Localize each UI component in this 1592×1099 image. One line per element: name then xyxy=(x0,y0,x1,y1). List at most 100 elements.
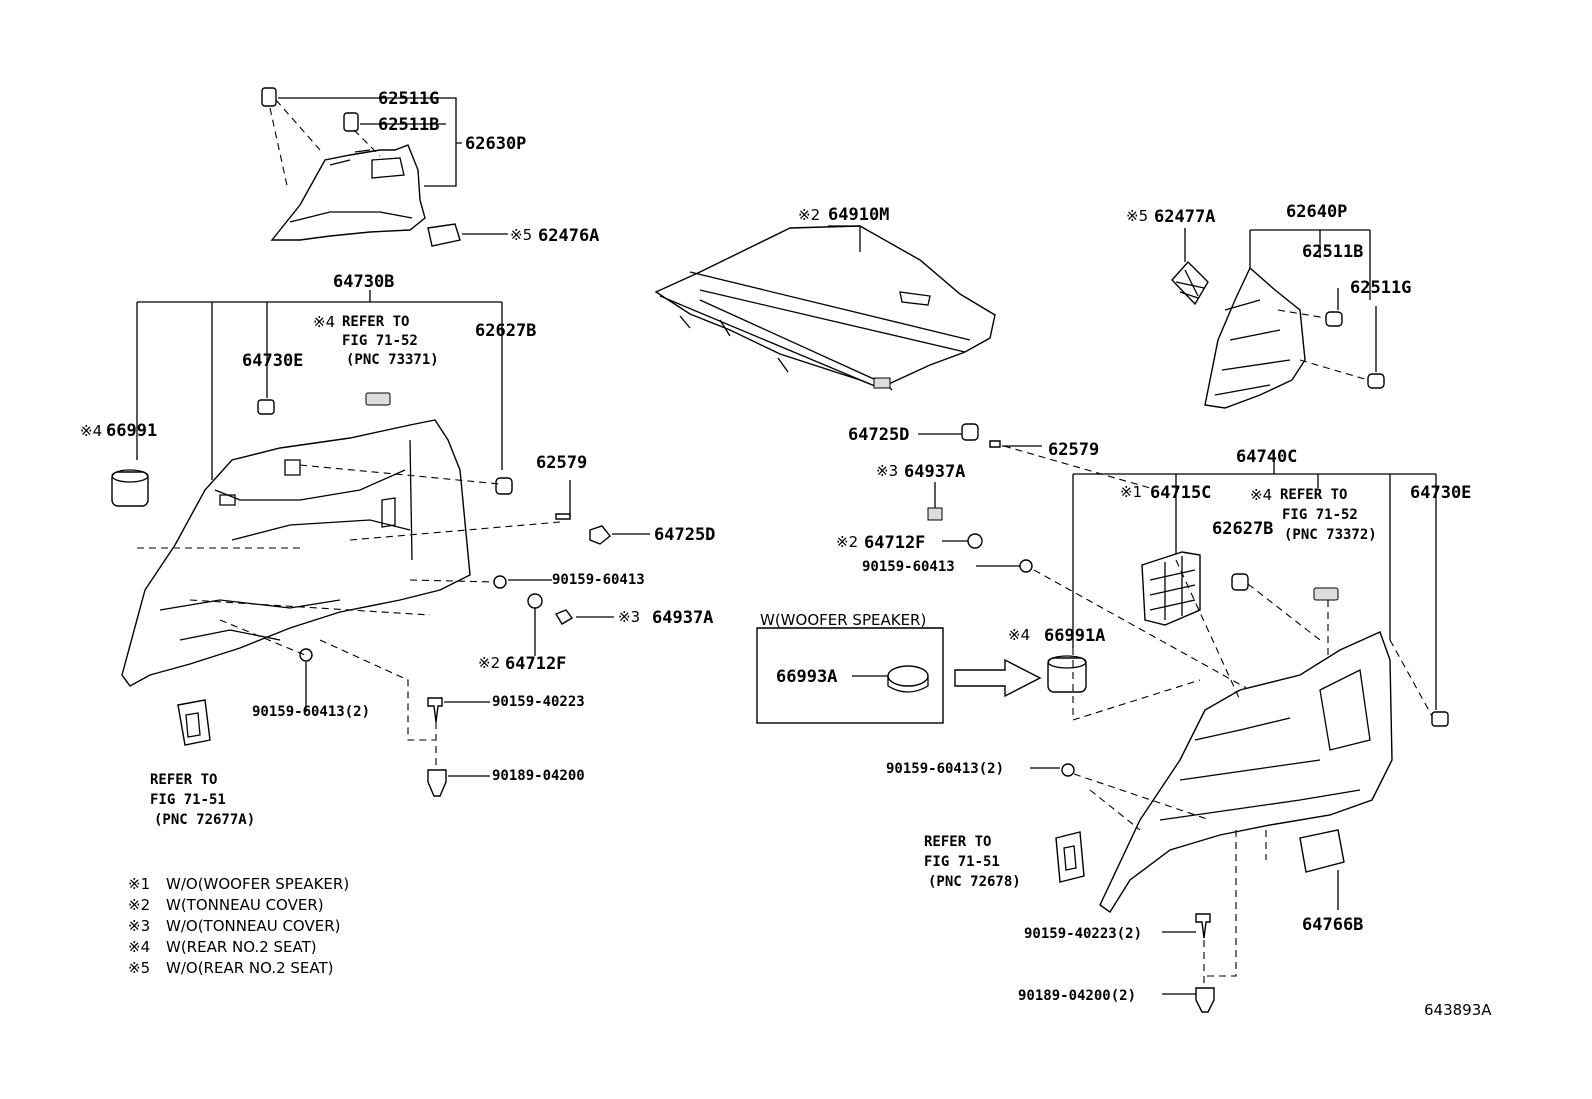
legend-text-1: W/O(WOOFER SPEAKER) xyxy=(166,875,349,893)
screw-90159-60413-2-right[interactable] xyxy=(1061,763,1075,777)
label-62627B-left: 62627B xyxy=(475,321,536,341)
hook-64937A-right[interactable] xyxy=(927,507,943,521)
legend-mark-2: ※2 xyxy=(128,896,150,914)
hook-64937A-left[interactable] xyxy=(554,609,574,625)
mark-2-a: ※2 xyxy=(478,654,500,672)
cover-64766B[interactable] xyxy=(1299,829,1345,873)
label-64730E-left: 64730E xyxy=(242,351,303,371)
pillar-clip-left-b[interactable] xyxy=(343,112,359,132)
label-90159-60413-2-right: 90159-60413(2) xyxy=(886,761,1004,777)
cap-64712F-right[interactable] xyxy=(967,533,983,549)
cap-64712F-left[interactable] xyxy=(527,593,543,609)
clip-90189-04200-left[interactable] xyxy=(427,769,447,797)
legend-text-2: W(TONNEAU COVER) xyxy=(166,896,324,914)
refer-7151-left-2: FIG 71-51 xyxy=(150,792,226,808)
label-64910M: 64910M xyxy=(828,205,889,225)
woofer-part-66993A[interactable] xyxy=(887,665,929,687)
label-90159-40223-left: 90159-40223 xyxy=(492,694,585,710)
pillar-trim-left-group xyxy=(261,87,508,247)
refer-7151-right-2: FIG 71-51 xyxy=(924,854,1000,870)
pillar-clip-left-a[interactable] xyxy=(261,87,277,107)
legend-text-5: W/O(REAR NO.2 SEAT) xyxy=(166,959,334,977)
refer-7151-left-3: (PNC 72677A) xyxy=(154,812,255,828)
refer-7152-left-1: REFER TO xyxy=(342,314,409,330)
quarter-trim-right[interactable] xyxy=(1099,631,1393,913)
mark-2-c: ※2 xyxy=(836,533,858,551)
pillar-trim-right[interactable] xyxy=(1204,266,1306,409)
screw-90159-40223-2-right[interactable] xyxy=(1195,913,1211,939)
quarter-trim-left[interactable] xyxy=(121,419,471,687)
legend-text-3: W/O(TONNEAU COVER) xyxy=(166,917,340,935)
label-90159-40223-2-right: 90159-40223(2) xyxy=(1024,926,1142,942)
legend-mark-4: ※4 xyxy=(128,938,150,956)
mark-4-d: ※4 xyxy=(1008,626,1030,644)
clip-64725D-right[interactable] xyxy=(961,423,979,441)
pillar-cover-62476A[interactable] xyxy=(427,223,461,247)
clip-64725D-left[interactable] xyxy=(589,525,611,545)
direction-arrow xyxy=(954,658,1042,698)
clip-90189-04200-2-right[interactable] xyxy=(1195,987,1215,1013)
clip-64730E-right[interactable] xyxy=(1431,711,1449,727)
screw-90159-60413-right[interactable] xyxy=(1019,559,1033,573)
tonneau-cover[interactable] xyxy=(654,225,996,389)
label-62511B-right: 62511B xyxy=(1302,242,1363,262)
clip-62627B-right[interactable] xyxy=(1231,573,1249,591)
pillar-trim-left[interactable] xyxy=(270,144,426,241)
label-62511G-right: 62511G xyxy=(1350,278,1411,298)
tonneau-cover-group xyxy=(654,225,996,391)
handle-refer-72678[interactable] xyxy=(1055,831,1085,883)
screw-62579-right[interactable] xyxy=(989,440,1001,448)
mark-3-a: ※3 xyxy=(618,608,640,626)
label-62511B-left: 62511B xyxy=(378,115,439,135)
refer-7152-right-3: (PNC 73372) xyxy=(1284,527,1377,543)
screw-62579-left[interactable] xyxy=(555,513,571,520)
label-64937A-right: 64937A xyxy=(904,462,965,482)
legend-mark-3: ※3 xyxy=(128,917,150,935)
labels: 62511G 62511B 62630P ※5 62476A 64730B 64… xyxy=(80,89,1492,1019)
label-90159-60413-2-left: 90159-60413(2) xyxy=(252,704,370,720)
label-66993A: 66993A xyxy=(776,667,837,687)
legend-mark-1: ※1 xyxy=(128,875,150,893)
label-64725D-right: 64725D xyxy=(848,425,909,445)
clip-62511B-right[interactable] xyxy=(1325,311,1343,327)
speaker-bezel-66991[interactable] xyxy=(111,471,149,507)
screw-90159-60413-left[interactable] xyxy=(493,575,507,589)
label-62477A: 62477A xyxy=(1154,207,1215,227)
quarter-trim-left-group xyxy=(111,290,650,797)
mark-4-a: ※4 xyxy=(313,313,335,331)
duct-64715C[interactable] xyxy=(1141,551,1201,626)
screw-90159-60413-2-left[interactable] xyxy=(299,648,313,662)
handle-refer-72677A[interactable] xyxy=(177,699,211,746)
label-64937A-left: 64937A xyxy=(652,608,713,628)
refer-part-73371[interactable] xyxy=(365,392,391,406)
mark-4-c: ※4 xyxy=(1250,486,1272,504)
woofer-box-title: W(WOOFER SPEAKER) xyxy=(760,611,926,629)
label-64725D-left: 64725D xyxy=(654,525,715,545)
legend-text-4: W(REAR NO.2 SEAT) xyxy=(166,938,317,956)
woofer-speaker-box xyxy=(756,627,1042,724)
label-90189-04200-left: 90189-04200 xyxy=(492,768,585,784)
clip-62511G-right[interactable] xyxy=(1367,373,1385,389)
label-64712F-right: 64712F xyxy=(864,533,925,553)
refer-7151-right-3: (PNC 72678) xyxy=(928,874,1021,890)
speaker-bezel-66991A[interactable] xyxy=(1047,657,1087,693)
label-62511G-left: 62511G xyxy=(378,89,439,109)
refer-7152-left-2: FIG 71-52 xyxy=(342,333,418,349)
mark-1: ※1 xyxy=(1120,483,1142,501)
mark-3-b: ※3 xyxy=(876,462,898,480)
clip-64730E-left[interactable] xyxy=(257,399,275,415)
refer-part-73372[interactable] xyxy=(1313,587,1339,601)
pillar-cover-62477A[interactable] xyxy=(1171,260,1209,306)
right-small-parts xyxy=(918,423,1251,691)
clip-62627B-left[interactable] xyxy=(495,477,513,495)
screw-90159-40223-left[interactable] xyxy=(427,697,443,723)
label-66991A: 66991A xyxy=(1044,626,1105,646)
refer-7152-left-3: (PNC 73371) xyxy=(346,352,439,368)
refer-7152-right-1: REFER TO xyxy=(1280,487,1347,503)
mark-5-a: ※5 xyxy=(510,226,532,244)
label-66991: 66991 xyxy=(106,421,157,441)
label-62579-left: 62579 xyxy=(536,453,587,473)
label-62579-right: 62579 xyxy=(1048,440,1099,460)
quarter-trim-right-group xyxy=(1030,462,1449,1013)
